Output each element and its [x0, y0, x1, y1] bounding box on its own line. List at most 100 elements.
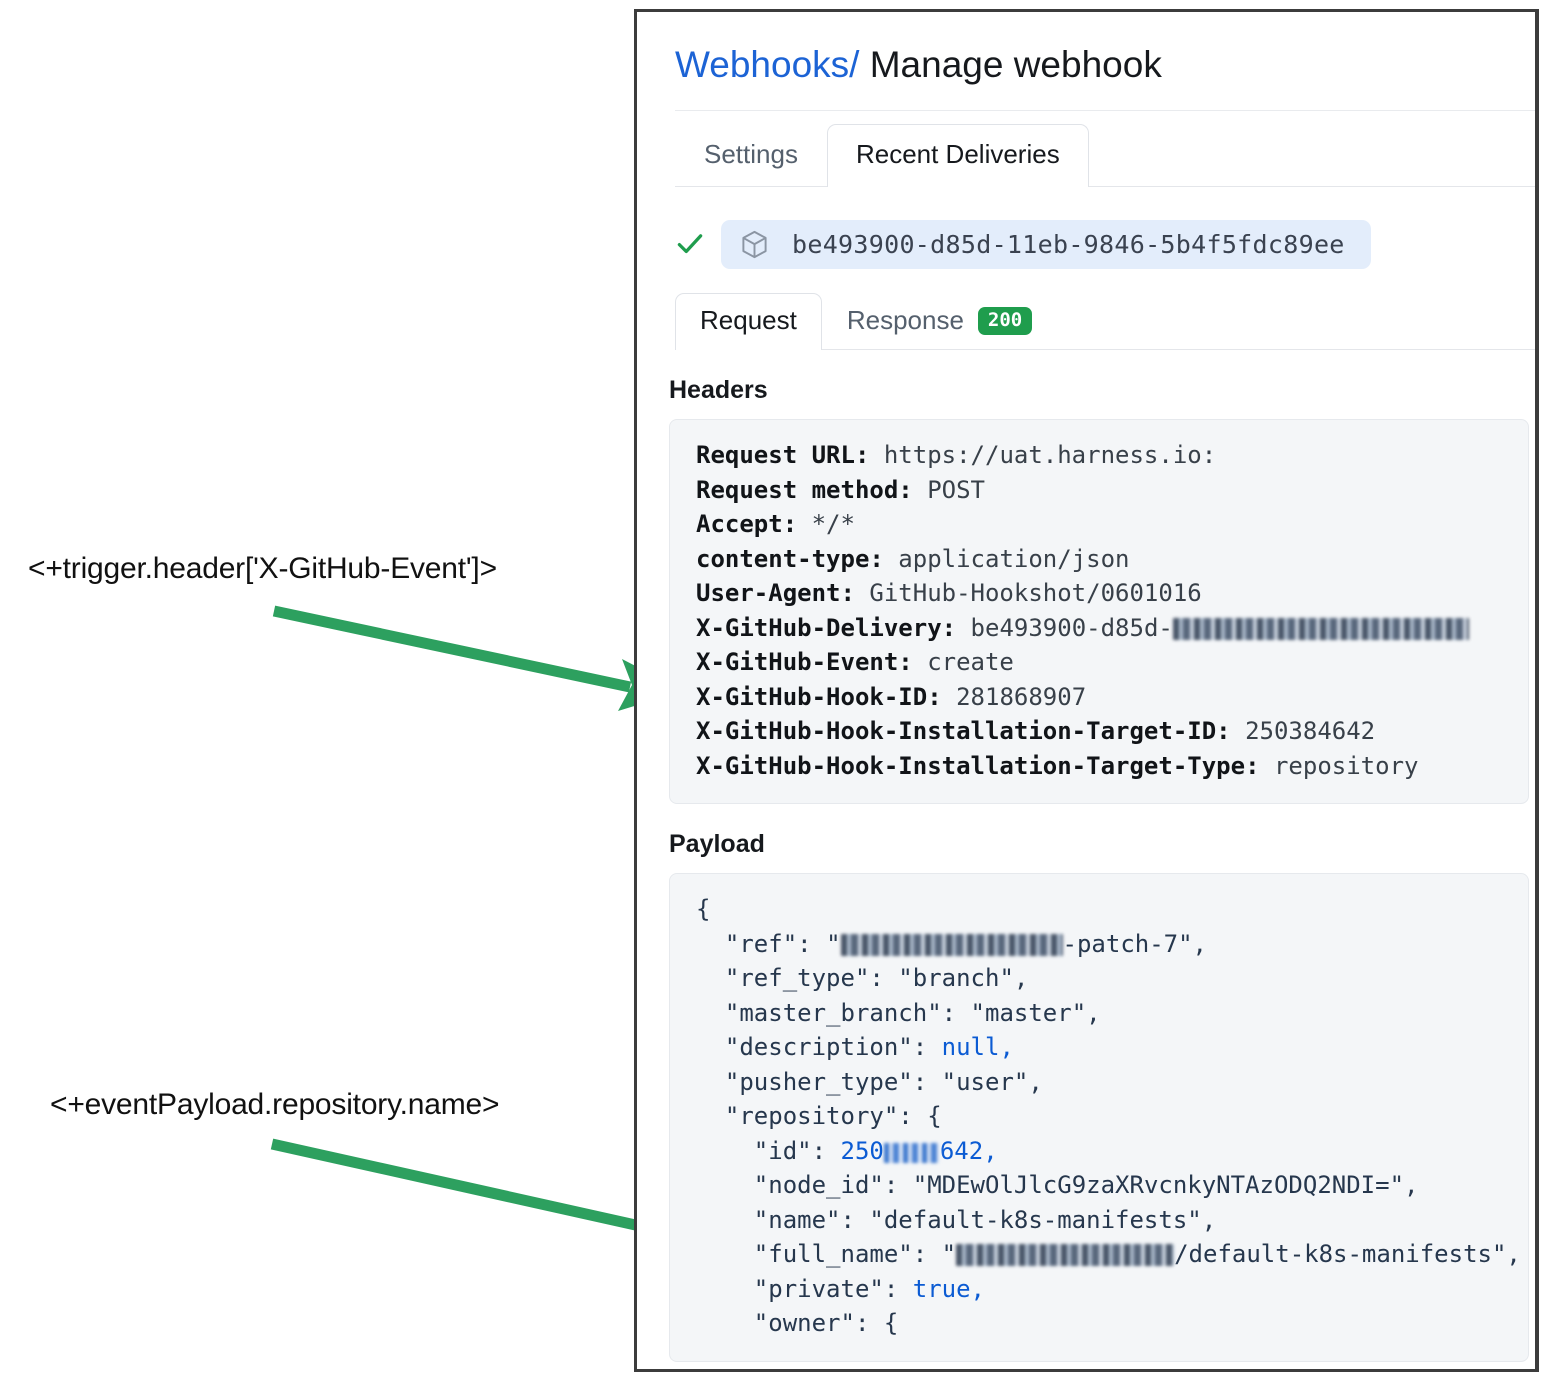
section-title-payload: Payload — [669, 830, 765, 859]
header-value: POST — [927, 475, 985, 504]
header-line: X-GitHub-Hook-Installation-Target-ID: 25… — [696, 714, 1528, 749]
tab-response-label: Response — [846, 305, 964, 336]
secondary-tabs: Request Response 200 — [675, 287, 1535, 351]
primary-tabs: Settings Recent Deliveries — [675, 111, 1535, 188]
redacted-text — [883, 1142, 940, 1163]
header-name: X-GitHub-Delivery: — [696, 613, 971, 642]
tab-request[interactable]: Request — [675, 293, 822, 351]
json-key: "id": — [753, 1136, 841, 1165]
annotation-arrow-1-icon — [272, 605, 684, 711]
header-value: */* — [811, 510, 855, 539]
tab-recent-deliveries[interactable]: Recent Deliveries — [826, 124, 1089, 188]
json-key: "ref_type": — [724, 964, 899, 993]
header-line: X-GitHub-Hook-ID: 281868907 — [696, 680, 1528, 715]
header-name: User-Agent: — [696, 579, 870, 608]
header-value: repository — [1273, 751, 1419, 780]
header-line: X-GitHub-Delivery: be493900-d85d- — [696, 611, 1528, 646]
json-key: "full_name": — [753, 1240, 942, 1269]
json-line: "full_name": "/default-k8s-manifests", — [696, 1237, 1528, 1272]
json-line: "private": true, — [696, 1272, 1528, 1307]
json-value: { — [927, 1102, 942, 1131]
json-key: "repository": — [724, 1102, 928, 1131]
json-value: "MDEwOlJlcG9zaXRvcnkyNTAzODQ2NDI=", — [912, 1171, 1419, 1200]
annotation-label-trigger-header: <+trigger.header['X-GitHub-Event']> — [28, 552, 497, 585]
json-line: "master_branch": "master", — [696, 996, 1528, 1031]
header-name: X-GitHub-Event: — [696, 648, 928, 677]
breadcrumb: Webhooks/ Manage webhook — [637, 12, 1535, 88]
header-name: Accept: — [696, 510, 812, 539]
json-value: "branch", — [898, 964, 1029, 993]
json-line: "ref_type": "branch", — [696, 961, 1528, 996]
json-key: "ref": — [724, 929, 827, 958]
tab-settings[interactable]: Settings — [704, 139, 798, 170]
section-title-headers: Headers — [669, 376, 768, 405]
payload-code-block: { "ref": "-patch-7", "ref_type": "branch… — [669, 873, 1529, 1362]
header-name: Request method: — [696, 475, 928, 504]
json-value: "user", — [941, 1067, 1043, 1096]
json-key: "name": — [753, 1205, 870, 1234]
header-divider — [675, 110, 1535, 112]
json-key: "master_branch": — [724, 998, 971, 1027]
json-line: "description": null, — [696, 1030, 1528, 1065]
check-icon — [677, 234, 703, 254]
json-value: " — [941, 1240, 957, 1269]
header-line: X-GitHub-Hook-Installation-Target-Type: … — [696, 749, 1528, 784]
package-icon — [742, 230, 767, 258]
json-value: true, — [912, 1274, 985, 1303]
json-indent — [696, 930, 725, 958]
header-line: X-GitHub-Event: create — [696, 645, 1528, 680]
json-indent — [696, 1068, 725, 1096]
redacted-text — [840, 933, 1063, 956]
json-indent — [696, 1102, 725, 1130]
breadcrumb-link-webhooks[interactable]: Webhooks — [675, 44, 850, 85]
tab-request-label: Request — [700, 305, 797, 336]
delivery-row: be493900-d85d-11eb-9846-5b4f5fdc89ee — [675, 217, 1535, 271]
header-value: 281868907 — [956, 682, 1087, 711]
json-key: "description": — [724, 1033, 942, 1062]
json-key: "node_id": — [753, 1171, 913, 1200]
header-name: X-GitHub-Hook-ID: — [696, 682, 957, 711]
headers-code-block: Request URL: https://uat.harness.io:Requ… — [669, 419, 1529, 805]
json-value: 642, — [939, 1136, 998, 1165]
json-value: null, — [941, 1033, 1014, 1062]
json-key: "private": — [753, 1274, 913, 1303]
json-indent — [696, 1275, 754, 1303]
json-value: " — [826, 929, 841, 958]
json-value: 250 — [840, 1136, 884, 1165]
json-indent — [696, 1309, 754, 1337]
json-indent — [696, 999, 725, 1027]
json-line: "pusher_type": "user", — [696, 1065, 1528, 1100]
header-name: X-GitHub-Hook-Installation-Target-Type: — [696, 751, 1274, 780]
json-key: "pusher_type": — [724, 1067, 942, 1096]
json-indent — [696, 1033, 725, 1061]
header-value: create — [927, 648, 1014, 677]
header-line: Request URL: https://uat.harness.io: — [696, 438, 1528, 473]
json-indent — [696, 1240, 754, 1268]
header-value: application/json — [898, 544, 1130, 573]
json-value: "master", — [970, 998, 1101, 1027]
json-line: "name": "default-k8s-manifests", — [696, 1203, 1528, 1238]
header-name: X-GitHub-Hook-Installation-Target-ID: — [696, 717, 1246, 746]
json-line: "owner": { — [696, 1306, 1528, 1341]
status-badge: 200 — [977, 306, 1033, 335]
tab-response[interactable]: Response 200 — [822, 293, 1057, 350]
annotation-label-event-payload: <+eventPayload.repository.name> — [50, 1088, 500, 1121]
header-value: 250384642 — [1245, 717, 1376, 746]
delivery-id-pill[interactable]: be493900-d85d-11eb-9846-5b4f5fdc89ee — [721, 219, 1371, 269]
header-line: Accept: */* — [696, 507, 1528, 542]
header-line: content-type: application/json — [696, 542, 1528, 577]
json-line: "repository": { — [696, 1099, 1528, 1134]
delivery-guid: be493900-d85d-11eb-9846-5b4f5fdc89ee — [792, 229, 1345, 259]
json-indent — [696, 964, 725, 992]
header-name: content-type: — [696, 544, 899, 573]
json-indent — [696, 1206, 754, 1234]
breadcrumb-separator: / — [849, 44, 860, 85]
json-line: "node_id": "MDEwOlJlcG9zaXRvcnkyNTAzODQ2… — [696, 1168, 1528, 1203]
header-line: User-Agent: GitHub-Hookshot/0601016 — [696, 576, 1528, 611]
header-value: GitHub-Hookshot/0601016 — [869, 579, 1202, 608]
header-name: Request URL: — [696, 441, 884, 470]
webhook-card: Webhooks/ Manage webhook Settings Recent… — [634, 9, 1539, 1372]
page-title: Manage webhook — [869, 44, 1162, 85]
json-line: "id": 250 642, — [696, 1134, 1528, 1169]
